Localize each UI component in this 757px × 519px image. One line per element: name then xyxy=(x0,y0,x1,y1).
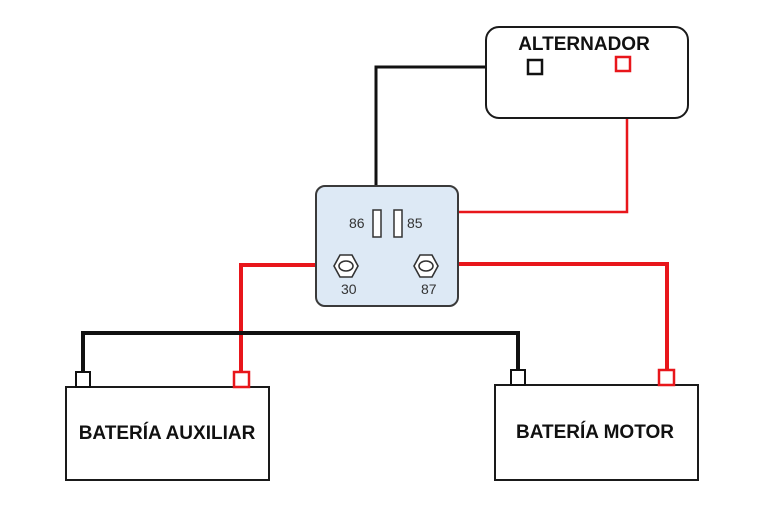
alternator-negative-terminal xyxy=(526,58,544,76)
aux-battery-box xyxy=(65,386,270,481)
relay-body xyxy=(315,185,459,307)
wire-alternator-to-pin-86 xyxy=(374,65,528,215)
aux-battery-positive-terminal xyxy=(232,370,251,389)
engine-battery-box xyxy=(494,384,699,481)
relay-pin-85-label: 85 xyxy=(407,215,423,231)
wire-ground-bus xyxy=(81,331,520,372)
wire-pin-30-to-aux-battery xyxy=(239,263,338,372)
alternator-positive-terminal xyxy=(614,55,632,73)
alternator: ALTERNADOR xyxy=(485,26,689,119)
relay-pin-87-nut-icon xyxy=(413,254,439,278)
relay: 86 85 30 87 xyxy=(315,185,459,307)
engine-battery: BATERÍA MOTOR xyxy=(494,368,699,481)
engine-battery-negative-terminal xyxy=(510,369,526,386)
alternator-label: ALTERNADOR xyxy=(518,34,650,55)
aux-battery: BATERÍA AUXILIAR xyxy=(65,370,270,481)
engine-battery-label: BATERÍA MOTOR xyxy=(516,421,674,443)
relay-pin-87-label: 87 xyxy=(421,281,437,297)
relay-pin-86-label: 86 xyxy=(349,215,365,231)
wire-pin-87-to-engine-battery xyxy=(440,262,669,370)
engine-battery-positive-terminal xyxy=(657,368,676,387)
relay-pin-30-label: 30 xyxy=(341,281,357,297)
alternator-box xyxy=(485,26,689,119)
relay-pin-30-nut-icon xyxy=(333,254,359,278)
relay-pin-86-blade xyxy=(372,209,382,238)
relay-pin-85-blade xyxy=(393,209,403,238)
aux-battery-negative-terminal xyxy=(75,371,91,388)
aux-battery-label: BATERÍA AUXILIAR xyxy=(79,422,256,444)
